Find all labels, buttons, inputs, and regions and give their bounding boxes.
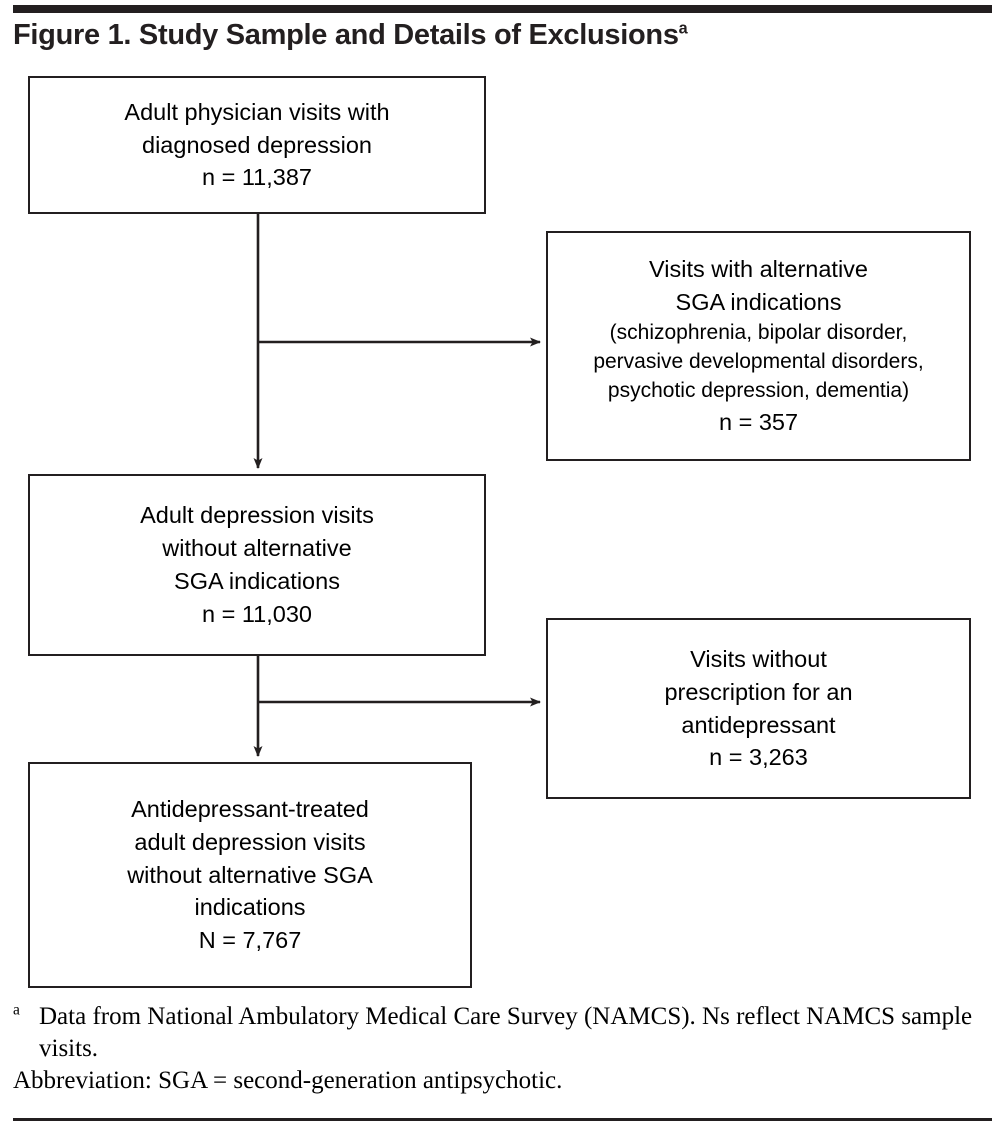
node-count: n = 11,030 [202, 600, 312, 627]
top-rule [13, 5, 992, 13]
figure-title: Figure 1. Study Sample and Details of Ex… [13, 19, 973, 52]
bottom-rule [13, 1118, 992, 1121]
node-line: prescription for an [664, 678, 853, 705]
footnote-a-marker: a [13, 1001, 20, 1019]
figure-title-footnote-marker: a [678, 19, 688, 38]
node-detail-line: pervasive developmental disorders, [593, 349, 924, 373]
node-detail-line: psychotic depression, dementia) [607, 378, 910, 402]
footnote-a-text: Data from National Ambulatory Medical Ca… [39, 1003, 973, 1062]
node-line: SGA indications [174, 568, 340, 594]
node-line: indications [194, 894, 306, 921]
node-line: SGA indications [675, 289, 842, 316]
flow-node-no-alternative-sga: Adult depression visits without alternat… [28, 474, 486, 656]
node-count: n = 11,387 [202, 164, 312, 191]
flow-node-total-visits: Adult physician visits with diagnosed de… [28, 76, 486, 214]
node-line: adult depression visits [134, 828, 366, 855]
node-line: Visits without [690, 645, 827, 672]
node-line: diagnosed depression [142, 131, 372, 158]
node-line: Adult depression visits [140, 502, 374, 529]
node-line: Antidepressant-treated [131, 795, 369, 822]
figure-notes: a Data from National Ambulatory Medical C… [13, 1001, 973, 1097]
flow-node-excluded-alternative-sga: Visits with alternative SGA indications … [546, 231, 971, 461]
node-count: n = 3,263 [709, 744, 808, 771]
node-line: antidepressant [681, 711, 836, 738]
node-line: without alternative [162, 535, 352, 562]
node-line: Adult physician visits with [124, 98, 390, 125]
figure-title-text: Figure 1. Study Sample and Details of Ex… [13, 19, 679, 51]
flow-node-final-analytic-sample: Antidepressant-treated adult depression … [28, 762, 472, 988]
node-count: n = 357 [718, 408, 799, 435]
footnote-a: a Data from National Ambulatory Medical C… [13, 1001, 973, 1064]
flow-node-excluded-no-antidepressant: Visits without prescription for an antid… [546, 618, 971, 799]
abbreviation-note: Abbreviation: SGA = second-generation an… [13, 1067, 563, 1094]
node-line: Visits with alternative [649, 256, 868, 283]
node-line: without alternative SGA [127, 861, 373, 888]
node-detail-line: (schizophrenia, bipolar disorder, [609, 320, 908, 344]
node-count: N = 7,767 [198, 927, 302, 954]
